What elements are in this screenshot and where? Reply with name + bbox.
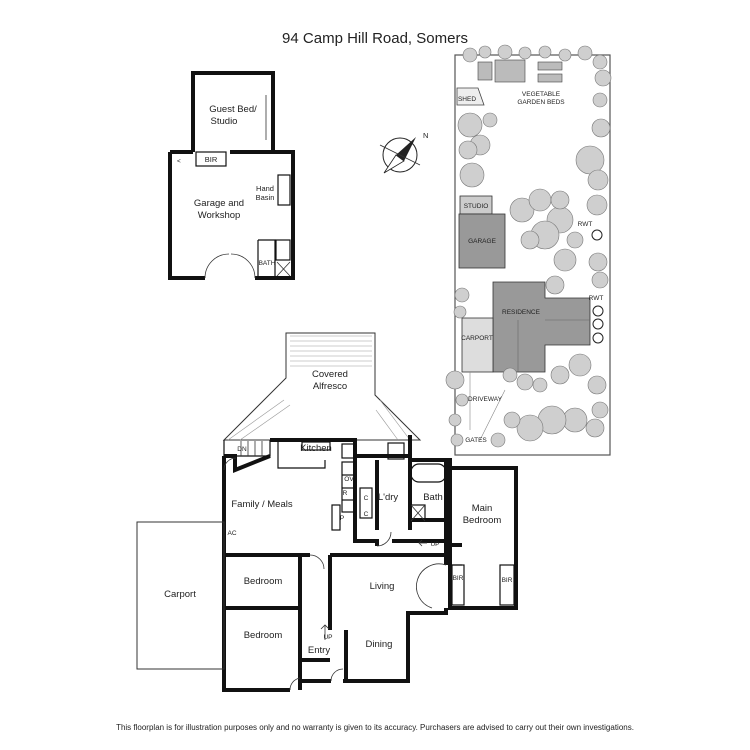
site-label-rwt1: RWT [578, 221, 593, 228]
label-kitchen: Kitchen [300, 443, 332, 454]
compass-north: N [423, 131, 428, 140]
house-plan: Covered Alfresco DN Kitchen OV R P C C F… [136, 332, 518, 692]
label-main: Main [472, 503, 493, 514]
label-living: Living [370, 581, 395, 592]
label-covered: Covered [312, 369, 348, 380]
site-label-shed: SHED [458, 96, 476, 103]
label-family: Family / Meals [231, 499, 292, 510]
label-bath: Bath [423, 492, 443, 503]
site-plan: SHED VEGETABLE GARDEN BEDS STUDIO GARAGE… [445, 44, 612, 456]
label-main-bedroom: Bedroom [463, 515, 502, 526]
room-label-studio: Studio [211, 116, 238, 127]
label-alfresco: Alfresco [313, 381, 347, 392]
room-label-guest: Guest Bed/ [209, 104, 257, 115]
site-label-gates: GATES [465, 437, 487, 444]
room-label-garage: Garage and [194, 198, 244, 209]
alfresco-decking [227, 335, 411, 441]
label-bir2: BIR [502, 577, 513, 584]
label-up: UP [430, 541, 439, 548]
label-entry-up: UP [323, 634, 332, 641]
label-entry: Entry [308, 645, 330, 656]
label-carport: Carport [164, 589, 196, 600]
label-bedroom2: Bedroom [244, 630, 283, 641]
label-p: P [340, 515, 344, 522]
label-c2: C [364, 511, 369, 518]
site-label-residence: RESIDENCE [502, 309, 541, 316]
label-bir1: BIR [453, 575, 464, 582]
outbuilding-plan: < Guest Bed/ Studio BIR Garage and Works… [168, 71, 295, 280]
label-c1: C [364, 495, 369, 502]
label-dining: Dining [366, 639, 393, 650]
site-label-veg: VEGETABLE [522, 91, 561, 98]
site-label-rwt2: RWT [589, 295, 604, 302]
site-label-studio: STUDIO [464, 203, 489, 210]
page-title: 94 Camp Hill Road, Somers [282, 30, 468, 47]
label-ldry: L'dry [378, 492, 399, 503]
stairs-icon [240, 441, 263, 456]
site-label-garden: GARDEN BEDS [517, 99, 565, 106]
label-ov: OV [344, 476, 354, 483]
arrow-glyph: < [177, 158, 181, 165]
label-basin: Basin [256, 193, 275, 202]
compass-icon: N [379, 131, 428, 174]
label-r: R [343, 490, 348, 497]
site-label-carport: CARPORT [461, 335, 493, 342]
room-label-bir: BIR [205, 155, 218, 164]
label-bath-small: BATH [259, 260, 276, 267]
label-ac: AC [227, 530, 236, 537]
label-hand: Hand [256, 184, 274, 193]
disclaimer-text: This floorplan is for illustration purpo… [116, 723, 634, 732]
site-label-driveway: DRIVEWAY [468, 396, 503, 403]
site-label-garage: GARAGE [468, 238, 496, 245]
tree-icons [445, 44, 612, 448]
label-dn: DN [237, 446, 247, 453]
label-bedroom1: Bedroom [244, 576, 283, 587]
room-label-workshop: Workshop [198, 210, 241, 221]
